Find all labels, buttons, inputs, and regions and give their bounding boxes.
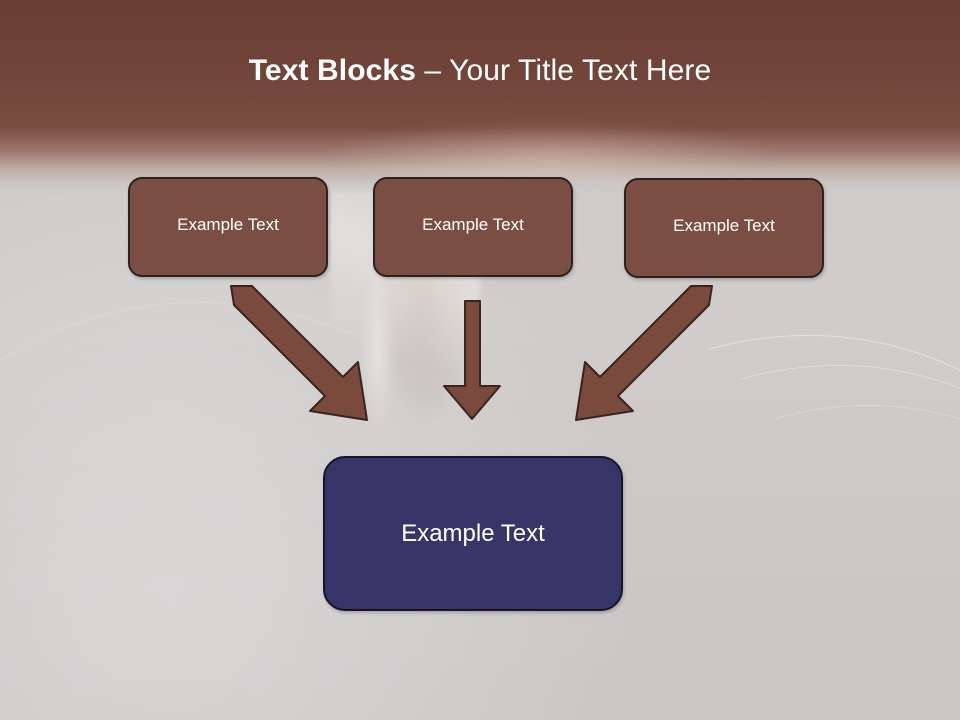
text-block-1-label: Example Text xyxy=(177,215,279,234)
title-banner xyxy=(0,0,960,195)
result-block[interactable]: Example Text xyxy=(323,456,623,611)
arrow-left-shape xyxy=(230,285,368,421)
text-block-2[interactable]: Example Text xyxy=(373,177,573,277)
text-block-1[interactable]: Example Text xyxy=(128,177,328,277)
arrow-middle xyxy=(443,300,501,420)
arrow-middle-shape xyxy=(443,300,501,420)
text-block-2-label: Example Text xyxy=(422,215,524,234)
page-title: Text Blocks – Your Title Text Here xyxy=(0,52,960,90)
arrow-right xyxy=(575,285,713,421)
page-title-bold: Text Blocks xyxy=(248,54,416,87)
arrow-right-shape xyxy=(575,285,713,421)
result-block-label: Example Text xyxy=(401,519,545,547)
arrow-left xyxy=(230,285,368,421)
text-block-3[interactable]: Example Text xyxy=(624,178,824,278)
text-block-3-label: Example Text xyxy=(673,216,775,235)
page-title-separator: – xyxy=(416,54,450,87)
page-title-normal: Your Title Text Here xyxy=(449,54,712,87)
